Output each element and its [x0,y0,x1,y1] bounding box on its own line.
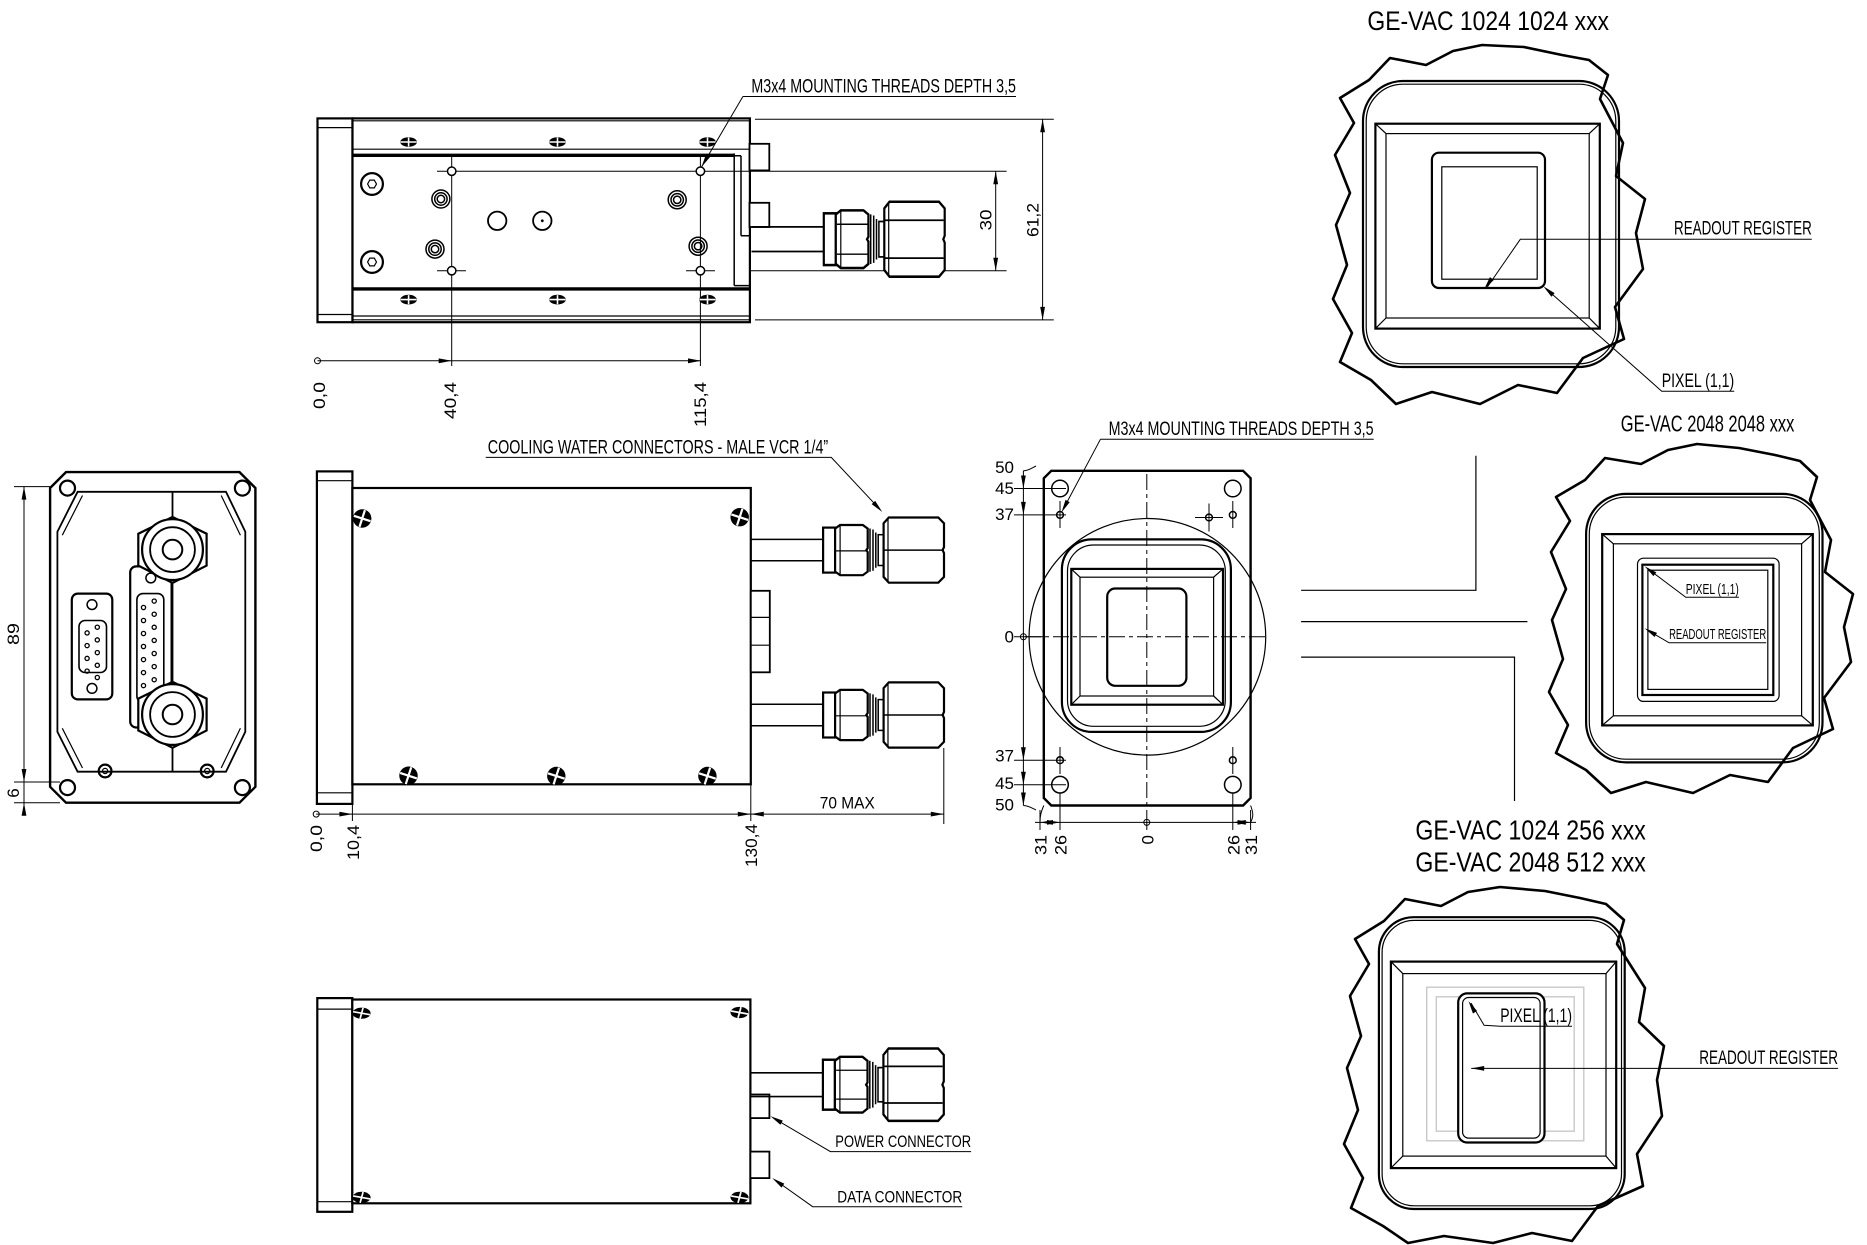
svg-text:45: 45 [995,774,1014,793]
svg-text:M3x4 MOUNTING THREADS DEPTH 3,: M3x4 MOUNTING THREADS DEPTH 3,5 [1109,419,1374,440]
svg-text:45: 45 [995,479,1014,498]
svg-text:COOLING WATER CONNECTORS - MAL: COOLING WATER CONNECTORS - MALE VCR 1/4” [488,437,828,458]
svg-text:70 MAX: 70 MAX [820,794,875,813]
svg-text:PIXEL (1,1): PIXEL (1,1) [1662,371,1735,392]
svg-text:GE-VAC 1024 1024 xxx: GE-VAC 1024 1024 xxx [1367,6,1609,36]
svg-text:DATA CONNECTOR: DATA CONNECTOR [837,1188,962,1206]
svg-text:POWER CONNECTOR: POWER CONNECTOR [835,1133,971,1151]
svg-text:10,4: 10,4 [344,825,363,860]
svg-text:0,0: 0,0 [310,382,329,409]
svg-text:GE-VAC 1024 256 xxx: GE-VAC 1024 256 xxx [1415,815,1646,846]
svg-text:READOUT REGISTER: READOUT REGISTER [1699,1048,1838,1069]
svg-text:READOUT REGISTER: READOUT REGISTER [1669,626,1766,643]
svg-text:0,0: 0,0 [307,825,326,852]
svg-text:6: 6 [4,788,23,797]
svg-text:50: 50 [995,795,1014,814]
svg-text:GE-VAC 2048 512 xxx: GE-VAC 2048 512 xxx [1415,847,1646,878]
svg-text:31: 31 [1032,835,1051,855]
svg-text:115,4: 115,4 [691,382,710,427]
svg-text:50: 50 [995,458,1014,477]
svg-text:READOUT REGISTER: READOUT REGISTER [1674,219,1812,240]
svg-text:31: 31 [1242,835,1261,855]
svg-text:37: 37 [995,747,1014,766]
svg-text:61,2: 61,2 [1024,203,1043,237]
svg-text:26: 26 [1224,835,1243,855]
svg-text:0: 0 [1005,627,1014,646]
svg-text:89: 89 [4,623,23,645]
svg-text:40,4: 40,4 [441,382,460,419]
svg-text:37: 37 [995,505,1014,524]
svg-text:PIXEL (1,1): PIXEL (1,1) [1500,1006,1572,1027]
svg-text:PIXEL (1,1): PIXEL (1,1) [1686,581,1739,598]
svg-text:30: 30 [977,210,996,231]
svg-text:M3x4 MOUNTING THREADS DEPTH 3,: M3x4 MOUNTING THREADS DEPTH 3,5 [751,77,1016,98]
svg-text:26: 26 [1052,835,1071,855]
svg-text:GE-VAC 2048 2048 xxx: GE-VAC 2048 2048 xxx [1621,410,1795,436]
svg-text:130,4: 130,4 [742,824,761,867]
svg-text:0: 0 [1138,835,1157,844]
